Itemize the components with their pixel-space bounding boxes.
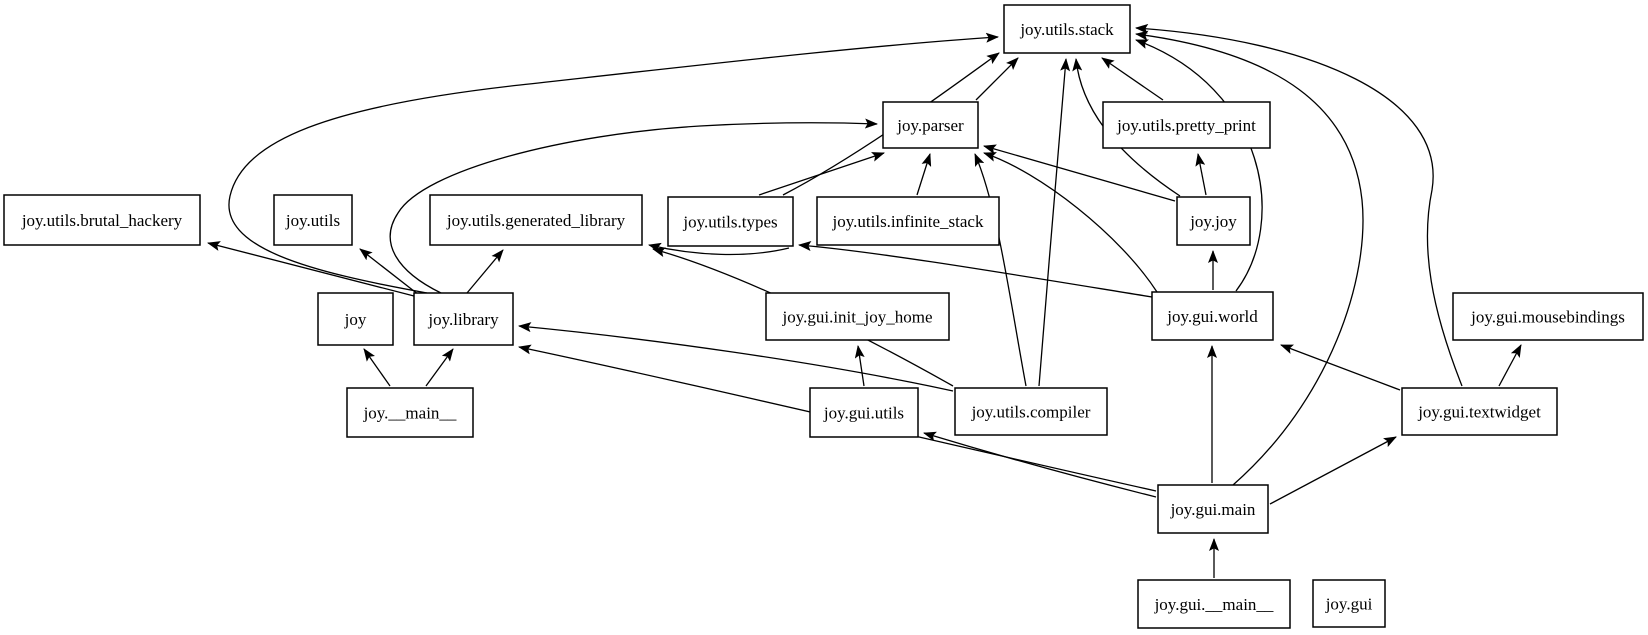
edge-joy-utils-pretty-print-to-joy-utils-stack <box>1101 57 1164 101</box>
node-label-joy-main: joy.__main__ <box>363 404 457 423</box>
node-joy-gui-mousebindings: joy.gui.mousebindings <box>1452 292 1644 341</box>
node-label-joy-utils-infinite-stack: joy.utils.infinite_stack <box>832 212 984 231</box>
node-box-joy-gui-main <box>1157 484 1269 534</box>
node-joy-gui-utils: joy.gui.utils <box>809 387 919 438</box>
node-joy-gui-init-joy-home: joy.gui.init_joy_home <box>765 292 950 341</box>
node-box-joy-gui-utils <box>809 387 919 438</box>
node-joy-gui-dunder-main: joy.gui.__main__ <box>1137 579 1291 629</box>
node-label-joy-utils-stack: joy.utils.stack <box>1019 20 1114 39</box>
node-box-joy-utils-compiler <box>954 387 1108 436</box>
edge-joy-gui-world-to-joy-utils-stack <box>1135 39 1263 292</box>
nodes-layer: joy.utils.stack joy.parser joy.utils.prett… <box>3 4 1644 629</box>
node-label-joy-gui-main: joy.gui.main <box>1170 500 1256 519</box>
node-joy-joy: joy.joy <box>1176 196 1251 246</box>
edge-joy-joy-to-joy-utils-pretty-print <box>1195 153 1207 196</box>
node-label-joy-gui-utils: joy.gui.utils <box>823 404 904 423</box>
node-box-joy-utils-brutal-hackery <box>3 194 201 246</box>
node-box-joy-parser <box>882 101 979 149</box>
node-joy-library: joy.library <box>413 292 514 346</box>
node-label-joy-parser: joy.parser <box>896 116 964 135</box>
edge-joy-main-to-joy-library <box>425 348 454 387</box>
edge-joy-library-to-joy-utils-generated-library <box>466 249 504 294</box>
node-joy-gui-world: joy.gui.world <box>1151 291 1274 341</box>
node-label-joy-utils-generated-library: joy.utils.generated_library <box>446 211 626 230</box>
node-box-joy-utils-pretty-print <box>1102 101 1271 149</box>
edge-joy-gui-textwidget-to-joy-gui-mousebindings <box>1498 344 1522 387</box>
node-label-joy-utils-pretty-print: joy.utils.pretty_print <box>1116 116 1256 135</box>
node-label-joy-joy: joy.joy <box>1189 212 1237 231</box>
node-joy-utils: joy.utils <box>273 194 353 246</box>
edge-joy-gui-world-to-joy-utils-types <box>798 241 1153 298</box>
node-label-joy-gui-world: joy.gui.world <box>1166 307 1258 326</box>
edge-joy-library-to-joy-parser <box>389 118 878 294</box>
node-label-joy-utils-types: joy.utils.types <box>682 213 777 232</box>
edge-joy-utils-compiler-to-joy-library <box>518 322 954 392</box>
node-joy-parser: joy.parser <box>882 101 979 149</box>
node-box-joy-utils <box>273 194 353 246</box>
node-label-joy: joy <box>344 310 367 329</box>
node-label-joy-utils-compiler: joy.utils.compiler <box>971 403 1091 422</box>
edge-joy-gui-main-to-joy-gui-textwidget <box>1269 436 1397 505</box>
node-box-joy-joy <box>1176 196 1251 246</box>
node-box-joy-gui-mousebindings <box>1452 292 1644 341</box>
node-label-joy-gui-dunder-main: joy.gui.__main__ <box>1154 595 1274 614</box>
node-label-joy-utils: joy.utils <box>285 211 340 230</box>
node-label-joy-gui-mousebindings: joy.gui.mousebindings <box>1470 308 1625 327</box>
node-label-joy-utils-brutal-hackery: joy.utils.brutal_hackery <box>21 211 183 230</box>
node-joy-gui-textwidget: joy.gui.textwidget <box>1401 387 1558 436</box>
node-box-joy-gui <box>1312 579 1386 628</box>
edge-joy-library-to-joy-utils-stack <box>228 32 999 294</box>
node-joy-gui-main: joy.gui.main <box>1157 484 1269 534</box>
edge-joy-gui-main-to-joy-utils-stack <box>1135 30 1364 486</box>
node-label-joy-gui: joy.gui <box>1325 595 1373 614</box>
node-joy-utils-brutal-hackery: joy.utils.brutal_hackery <box>3 194 201 246</box>
node-box-joy-gui-init-joy-home <box>765 292 950 341</box>
node-joy: joy <box>317 292 394 346</box>
node-box-joy-utils-stack <box>1003 4 1131 54</box>
edges-layer <box>207 23 1522 578</box>
node-joy-gui: joy.gui <box>1312 579 1386 628</box>
node-joy-utils-infinite-stack: joy.utils.infinite_stack <box>816 196 1000 246</box>
node-box-joy-gui-textwidget <box>1401 387 1558 436</box>
edge-joy-gui-main-to-joy-gui-utils <box>923 431 1157 498</box>
node-box-joy-library <box>413 292 514 346</box>
node-box-joy <box>317 292 394 346</box>
node-label-joy-gui-textwidget: joy.gui.textwidget <box>1417 403 1541 422</box>
node-box-joy-main <box>346 387 474 438</box>
edge-joy-parser-to-joy-utils-stack <box>975 57 1019 101</box>
edge-joy-gui-textwidget-to-joy-utils-stack <box>1135 23 1463 387</box>
node-joy-utils-pretty-print: joy.utils.pretty_print <box>1102 101 1271 149</box>
edge-joy-gui-utils-to-joy-gui-init-joy-home <box>854 345 865 387</box>
edge-joy-joy-to-joy-parser <box>983 144 1176 202</box>
edge-joy-library-to-joy-utils <box>359 248 420 296</box>
edge-joy-utils-compiler-to-joy-utils-stack <box>1038 58 1071 387</box>
node-joy-utils-compiler: joy.utils.compiler <box>954 387 1108 436</box>
node-joy-utils-types: joy.utils.types <box>667 196 794 247</box>
node-box-joy-gui-world <box>1151 291 1274 341</box>
edge-joy-library-to-joy-utils-brutal-hackery <box>207 241 415 297</box>
edge-joy-main-to-joy <box>363 348 391 387</box>
node-box-joy-utils-generated-library <box>429 194 643 246</box>
edge-joy-utils-compiler-to-joy-parser <box>974 153 1027 387</box>
node-box-joy-gui-dunder-main <box>1137 579 1291 629</box>
edge-joy-gui-world-to-joy-parser <box>983 152 1158 293</box>
node-box-joy-utils-types <box>667 196 794 247</box>
node-joy-utils-stack: joy.utils.stack <box>1003 4 1131 54</box>
edge-joy-utils-infinite-stack-to-joy-parser <box>916 153 932 196</box>
node-joy-utils-generated-library: joy.utils.generated_library <box>429 194 643 246</box>
node-box-joy-utils-infinite-stack <box>816 196 1000 246</box>
node-label-joy-gui-init-joy-home: joy.gui.init_joy_home <box>781 308 932 327</box>
edge-joy-gui-textwidget-to-joy-gui-world <box>1280 344 1401 391</box>
node-joy-main: joy.__main__ <box>346 387 474 438</box>
node-label-joy-library: joy.library <box>427 310 499 329</box>
